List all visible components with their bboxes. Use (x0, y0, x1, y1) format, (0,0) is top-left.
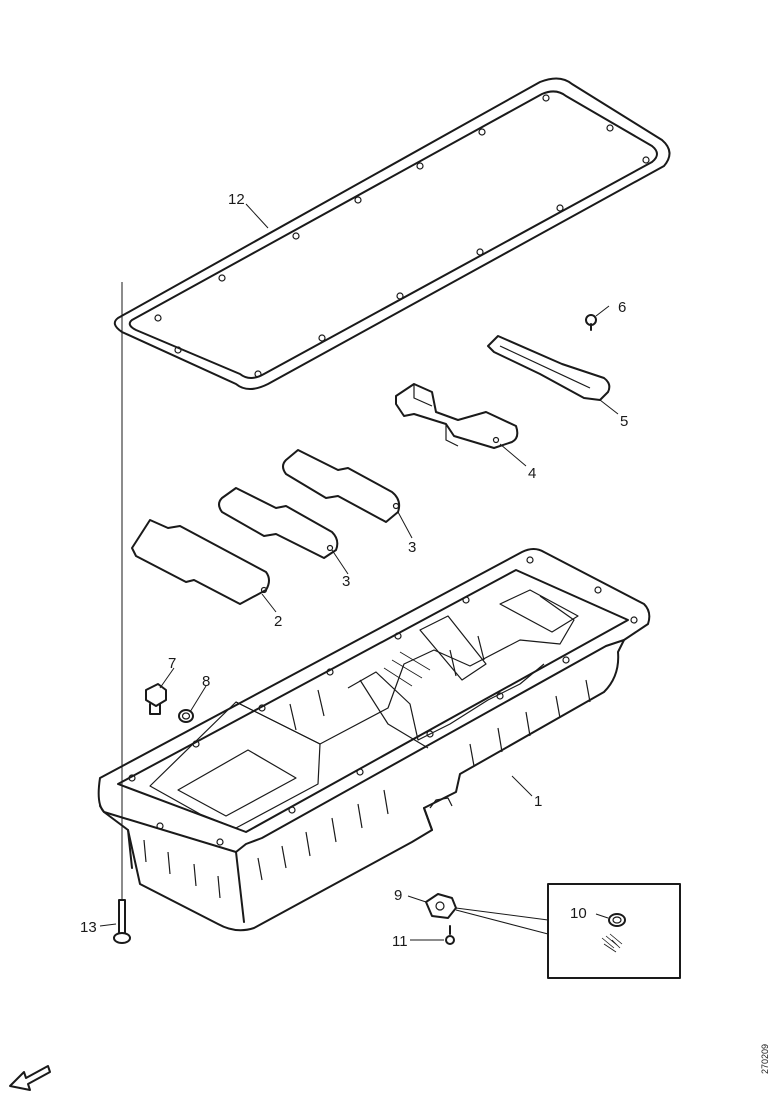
cover-plate-3-lower (218, 487, 339, 559)
callout-13: 13 (80, 919, 97, 936)
cover-plate-3-upper (282, 449, 401, 523)
oil-sensor-9 (425, 893, 457, 919)
leader-lines (99, 203, 619, 941)
cover-plate-2 (131, 519, 270, 605)
bolt-6 (585, 314, 597, 331)
callout-8: 8 (202, 673, 210, 690)
baffle-plate-5 (487, 335, 611, 401)
reference-code: 270209 (760, 1044, 770, 1074)
screw-11 (445, 925, 455, 945)
callout-12: 12 (228, 191, 245, 208)
callout-1: 1 (534, 793, 542, 810)
callout-6: 6 (618, 299, 626, 316)
direction-arrow-icon (9, 1065, 51, 1091)
bolt-13 (113, 282, 131, 944)
callout-5: 5 (620, 413, 628, 430)
oil-pan-gasket (113, 77, 671, 390)
callout-7: 7 (168, 655, 176, 672)
callout-9: 9 (394, 887, 402, 904)
detail-box (455, 883, 681, 979)
callout-10: 10 (570, 905, 587, 922)
drain-plug-7 (145, 683, 167, 715)
callout-11: 11 (392, 933, 408, 950)
o-ring-10 (601, 913, 626, 953)
callout-2: 2 (274, 613, 282, 630)
callout-4: 4 (528, 465, 536, 482)
oil-pan-1 (97, 548, 651, 932)
callout-3-upper: 3 (408, 539, 416, 556)
callout-3-lower: 3 (342, 573, 350, 590)
bracket-4 (395, 383, 519, 449)
callout-labels: 12 6 5 4 3 3 2 7 8 1 9 10 11 13 (80, 191, 628, 950)
sealing-ring-8 (178, 709, 194, 723)
